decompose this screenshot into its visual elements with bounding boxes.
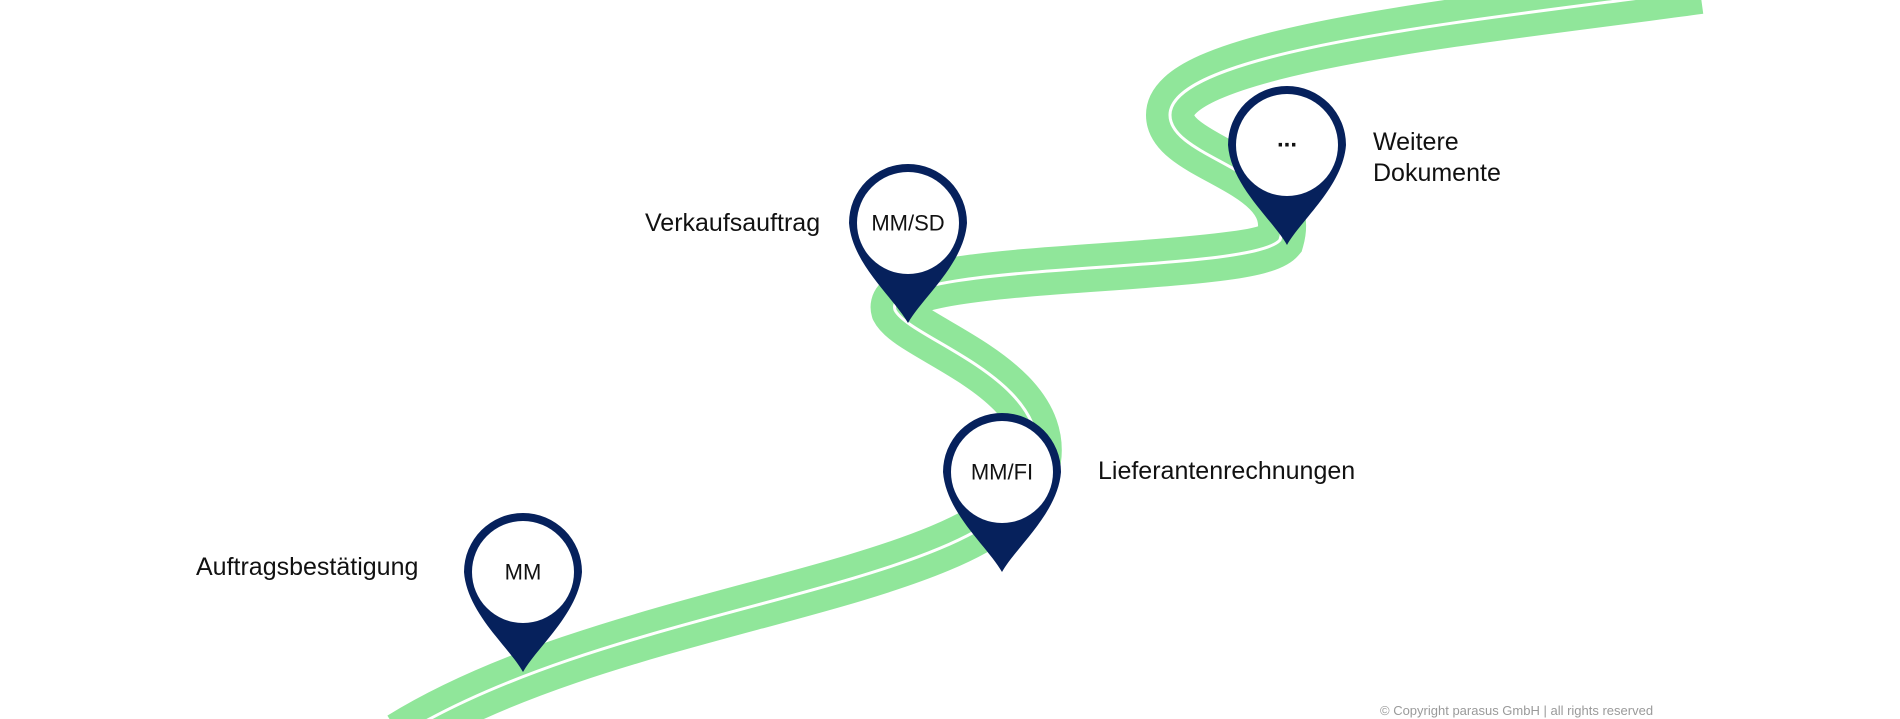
- stop-label-weitere-dokumente: Weitere Dokumente: [1373, 127, 1501, 189]
- pin-mm-fi: MM/FI: [943, 413, 1061, 572]
- pin-badge-text: ...: [1277, 126, 1297, 153]
- stop-label-auftragsbestaetigung: Auftragsbestätigung: [196, 552, 418, 583]
- copyright-notice: © Copyright parasus GmbH | all rights re…: [1380, 703, 1654, 718]
- stop-label-verkaufsauftrag: Verkaufsauftrag: [645, 208, 820, 239]
- pin-more: ...: [1228, 86, 1346, 245]
- stop-label-line: Dokumente: [1373, 159, 1501, 187]
- stop-label-line: Lieferantenrechnungen: [1098, 457, 1356, 485]
- pin-inner-circle: [472, 521, 574, 623]
- pin-mm: MM: [464, 513, 582, 672]
- pin-badge-text: MM: [505, 560, 542, 585]
- stop-label-line: Verkaufsauftrag: [645, 209, 821, 237]
- pin-inner-circle: [857, 172, 959, 274]
- pin-inner-circle: [1236, 94, 1338, 196]
- stop-label-line: Auftragsbestätigung: [196, 553, 419, 581]
- pin-badge-text: MM/FI: [971, 460, 1033, 485]
- stop-label-lieferantenrechnungen: Lieferantenrechnungen: [1098, 456, 1355, 487]
- stop-label-line: Weitere: [1373, 128, 1459, 156]
- pin-badge-text: MM/SD: [871, 211, 944, 236]
- road: [387, 0, 1704, 719]
- pin-mm-sd: MM/SD: [849, 164, 967, 323]
- road-center-line: [426, 0, 1636, 719]
- pin-inner-circle: [951, 421, 1053, 523]
